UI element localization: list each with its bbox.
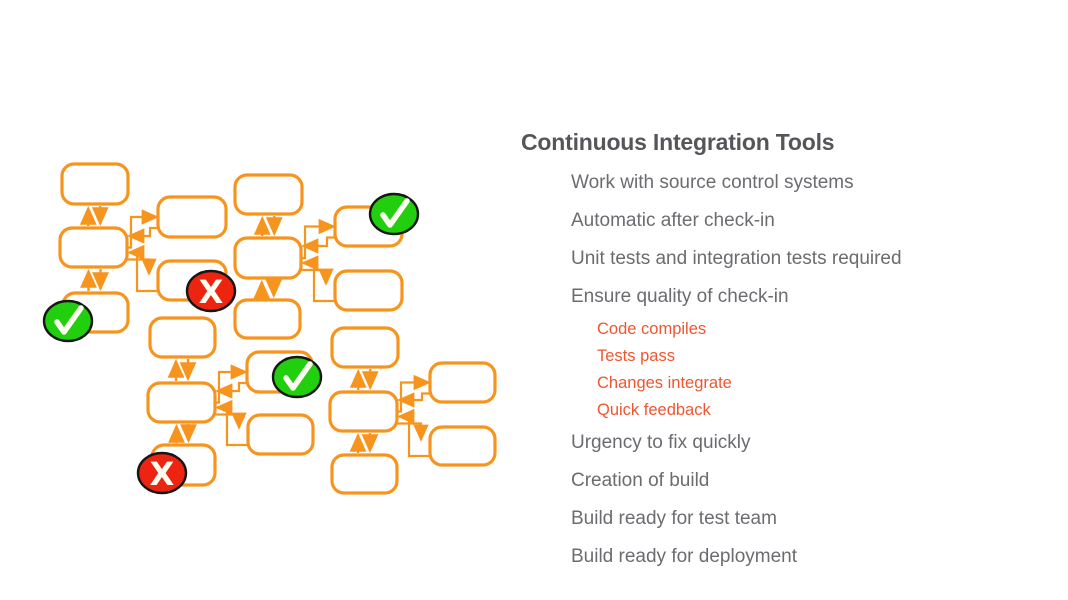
bullet-item: Work with source control systems: [571, 172, 854, 193]
flow-box: [233, 298, 302, 340]
elbow-back-lower: [215, 399, 248, 447]
cross-icon: X: [150, 455, 175, 493]
cross-icon: X: [199, 273, 224, 311]
flow-box: [328, 390, 399, 433]
cross-badge: X: [185, 269, 237, 313]
check-icon: [380, 198, 410, 228]
flow-box: [333, 269, 404, 312]
flow-box: [330, 326, 400, 369]
ci-flow-diagram: XX: [42, 162, 497, 495]
bullet-item: Build ready for test team: [571, 508, 777, 529]
flow-box: [233, 236, 303, 280]
flow-box: [148, 316, 217, 359]
check-badge: [271, 355, 323, 399]
slide-title: Continuous Integration Tools: [521, 129, 835, 155]
elbow-out-upper: [301, 218, 336, 260]
flow-box: [60, 162, 130, 206]
flow-box: [156, 195, 228, 239]
check-icon: [283, 361, 313, 391]
sub-bullet-item: Quick feedback: [597, 401, 711, 419]
bullet-item: Urgency to fix quickly: [571, 432, 751, 453]
bullet-item: Build ready for deployment: [571, 546, 798, 567]
text-panel: Continuous Integration Tools Work with s…: [521, 128, 1061, 576]
check-icon: [54, 305, 84, 335]
elbow-back-lower: [301, 255, 335, 303]
elbow-out-upper: [215, 364, 248, 404]
bullet-item: Automatic after check-in: [571, 210, 775, 231]
bullet-item: Unit tests and integration tests require…: [571, 248, 902, 269]
flow-box: [246, 413, 315, 456]
flow-box: [233, 173, 304, 216]
sub-bullet-item: Tests pass: [597, 347, 675, 365]
bullet-item: Creation of build: [571, 470, 710, 491]
bullet-item: Ensure quality of check-in: [571, 286, 789, 307]
flow-box: [330, 453, 399, 495]
sub-bullet-item: Changes integrate: [597, 374, 732, 392]
elbow-back-upper: [301, 236, 335, 254]
sub-bullet-item: Code compiles: [597, 320, 707, 338]
elbow-back-lower: [127, 244, 158, 293]
cross-badge: X: [136, 451, 188, 495]
elbow-out-upper: [127, 209, 159, 249]
flow-box: [58, 226, 129, 269]
elbow-back-lower: [397, 408, 430, 458]
elbow-out-upper: [397, 374, 431, 413]
check-badge: [42, 299, 94, 343]
elbow-back-upper: [397, 392, 430, 408]
flow-box: [146, 381, 217, 424]
elbow-back-upper: [215, 381, 247, 399]
elbow-back-upper: [127, 226, 158, 244]
flow-box: [428, 361, 497, 404]
check-badge: [368, 192, 420, 236]
flow-box: [428, 425, 497, 467]
